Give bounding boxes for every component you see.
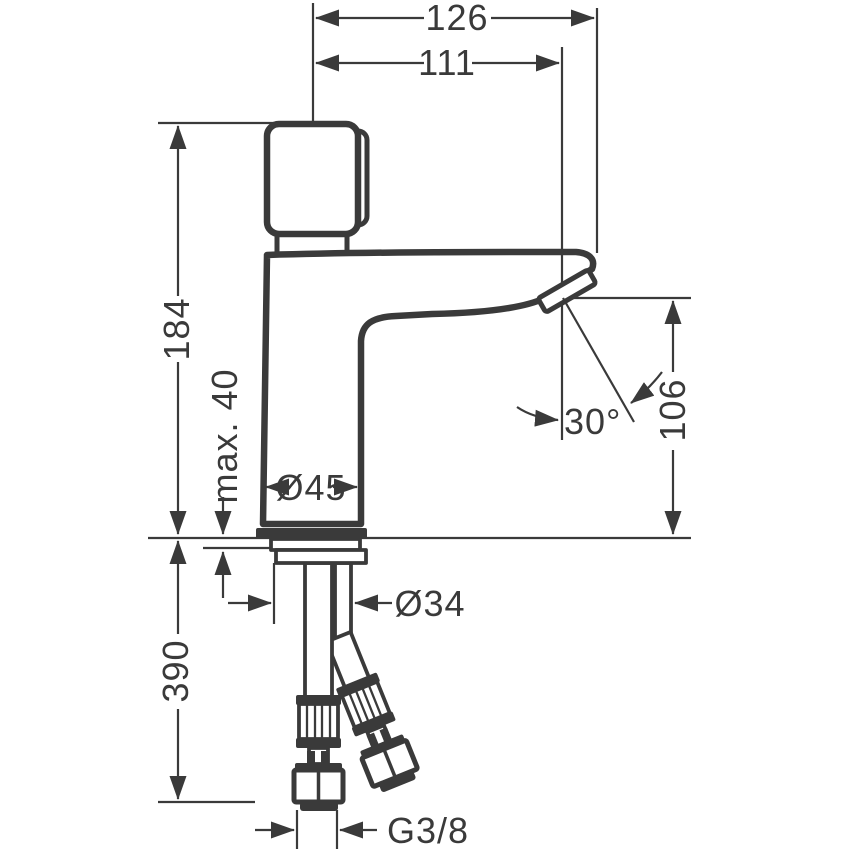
angle-leader-left: [516, 406, 559, 427]
supply-hose-right: [324, 630, 420, 792]
dim-label-shank-diameter: Ø34: [394, 583, 465, 624]
aerator-tip: [536, 268, 598, 314]
dimension-lines: [169, 9, 682, 839]
dim-label-spray-angle: 30°: [564, 401, 621, 442]
dimension-labels: 126 111 184 max. 40 390 106 30° Ø45 Ø34 …: [155, 0, 693, 850]
supply-hose-left: [291, 561, 346, 811]
dim-label-body-diameter: Ø45: [275, 467, 346, 508]
spray-angle-line: [562, 297, 635, 423]
body-and-spout: [259, 248, 597, 528]
faucet-outline: [256, 47, 598, 811]
mounting-collar: [274, 548, 368, 565]
extension-lines: [148, 3, 691, 849]
handle: [263, 120, 362, 238]
dim-label-overall-width: 126: [425, 0, 488, 38]
angle-leader-right: [630, 371, 663, 404]
dim-label-spout-reach: 111: [418, 42, 476, 83]
dim-label-total-height: 184: [156, 297, 197, 360]
base-plate: [256, 528, 367, 539]
dim-label-thread: G3/8: [387, 810, 469, 850]
dim-label-hose-length: 390: [155, 639, 196, 702]
dim-label-spout-height: 106: [652, 378, 693, 441]
dim-label-max-mounting: max. 40: [204, 368, 245, 503]
